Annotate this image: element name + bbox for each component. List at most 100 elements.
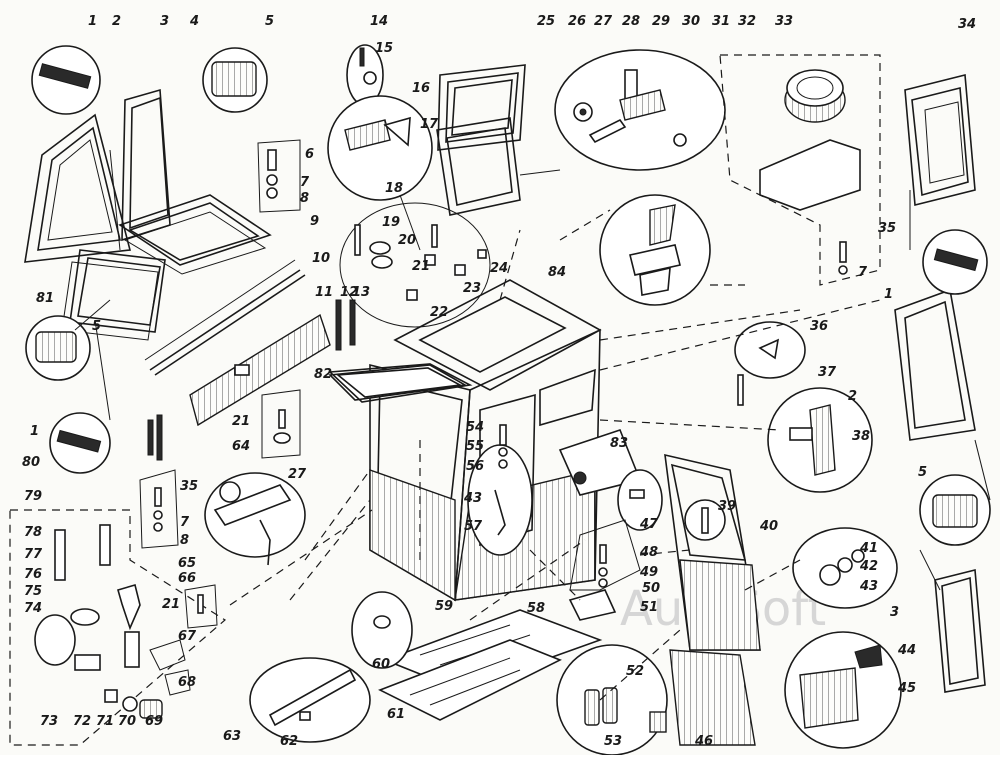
door-lock-44-45: [784, 631, 902, 749]
part-label-25: 25: [537, 14, 555, 29]
part-label-12: 12: [340, 285, 358, 300]
part-label-28: 28: [622, 14, 640, 29]
seal-circle-right-1: [922, 229, 988, 295]
part-label-9: 9: [310, 214, 319, 229]
cab-body-icon: [328, 279, 602, 602]
part-label-43: 43: [463, 491, 482, 506]
part-label-17: 17: [420, 117, 439, 132]
part-label-56: 56: [466, 459, 484, 474]
part-label-79: 79: [24, 489, 42, 504]
seal-profile-circle-5: [202, 47, 268, 113]
hinges-52-53-46: [556, 644, 756, 756]
handle-62-63: [249, 657, 371, 743]
seal-profile-circle-5b: [25, 315, 91, 381]
part-label-68: 68: [178, 675, 196, 690]
door-40-icon: [664, 453, 761, 651]
lower-left-box: [9, 509, 227, 746]
part-label-66: 66: [178, 571, 196, 586]
part-label-16: 16: [412, 81, 430, 96]
part-label-37: 37: [818, 365, 837, 380]
part-label-69: 69: [145, 714, 163, 729]
part-label-80: 80: [22, 455, 40, 470]
part-label-75: 75: [24, 584, 42, 599]
part-label-64: 64: [232, 439, 250, 454]
part-label-55: 55: [466, 439, 484, 454]
bolt-nut-circle-27-31: [554, 49, 726, 171]
part-label-44: 44: [897, 643, 916, 658]
part-label-4: 4: [189, 14, 199, 29]
part-label-27: 27: [594, 14, 613, 29]
seal-profile-circle-1: [31, 45, 101, 115]
part-label-8: 8: [300, 191, 309, 206]
seal-strip-9-10: [144, 259, 306, 376]
part-label-7: 7: [858, 265, 868, 280]
window-right-2: [894, 288, 976, 441]
part-label-15: 15: [375, 41, 393, 56]
part-label-84: 84: [548, 265, 566, 280]
bolt-21-64: [261, 389, 301, 459]
part-label-19: 19: [382, 215, 400, 230]
grommet-60: [351, 591, 413, 669]
part-label-31: 31: [712, 14, 730, 29]
part-label-58: 58: [527, 601, 545, 616]
part-label-72: 72: [73, 714, 91, 729]
part-label-65: 65: [178, 556, 196, 571]
part-label-6: 6: [305, 147, 314, 162]
part-label-20: 20: [398, 233, 416, 248]
part-label-8: 8: [180, 533, 189, 548]
part-label-45: 45: [897, 681, 916, 696]
part-label-14: 14: [370, 14, 388, 29]
window-34-icon: [904, 73, 976, 207]
part-label-21: 21: [162, 597, 180, 612]
part-label-38: 38: [852, 429, 870, 444]
part-label-1: 1: [88, 14, 97, 29]
window-glass-left-icon: [24, 113, 132, 263]
part-label-32: 32: [738, 14, 756, 29]
part-label-26: 26: [568, 14, 586, 29]
part-label-76: 76: [24, 567, 42, 582]
bolts-48-51: [568, 519, 641, 621]
part-label-22: 22: [430, 305, 448, 320]
part-label-30: 30: [682, 14, 700, 29]
part-label-70: 70: [118, 714, 136, 729]
part-label-34: 34: [958, 17, 976, 32]
part-label-10: 10: [312, 251, 330, 266]
part-label-5: 5: [92, 319, 101, 334]
fan-bracket-circle: [204, 472, 306, 566]
hinge-circle-16-17: [327, 95, 433, 201]
part-label-52: 52: [626, 664, 644, 679]
window-glass-81-icon: [61, 249, 166, 341]
part-label-42: 42: [859, 559, 878, 574]
part-label-29: 29: [652, 14, 670, 29]
window-glass-4-icon: [118, 194, 272, 275]
part-label-77: 77: [24, 547, 43, 562]
part-label-81: 81: [36, 291, 54, 306]
clip-36-37: [734, 321, 806, 406]
part-label-21: 21: [232, 414, 250, 429]
part-label-13: 13: [352, 285, 370, 300]
small-bolts-18-24: [339, 202, 491, 328]
bolt-21-lower: [184, 584, 218, 629]
bolt-35-7-8: [139, 469, 179, 549]
part-label-39: 39: [718, 499, 736, 514]
part-label-57: 57: [464, 519, 483, 534]
part-label-60: 60: [372, 657, 390, 672]
pin-14-15: [346, 44, 384, 106]
part-label-1: 1: [884, 287, 893, 302]
seat-84-circle: [599, 194, 711, 306]
part-label-62: 62: [280, 734, 298, 749]
part-label-53: 53: [604, 734, 622, 749]
part-label-61: 61: [387, 707, 405, 722]
part-label-54: 54: [466, 420, 484, 435]
part-label-51: 51: [640, 600, 658, 615]
part-label-43: 43: [859, 579, 878, 594]
part-label-11: 11: [315, 285, 333, 300]
part-label-40: 40: [759, 519, 778, 534]
part-label-50: 50: [642, 581, 660, 596]
part-label-73: 73: [40, 714, 58, 729]
part-label-1: 1: [30, 424, 39, 439]
part-label-21: 21: [412, 259, 430, 274]
part-label-83: 83: [610, 436, 628, 451]
part-label-23: 23: [463, 281, 481, 296]
